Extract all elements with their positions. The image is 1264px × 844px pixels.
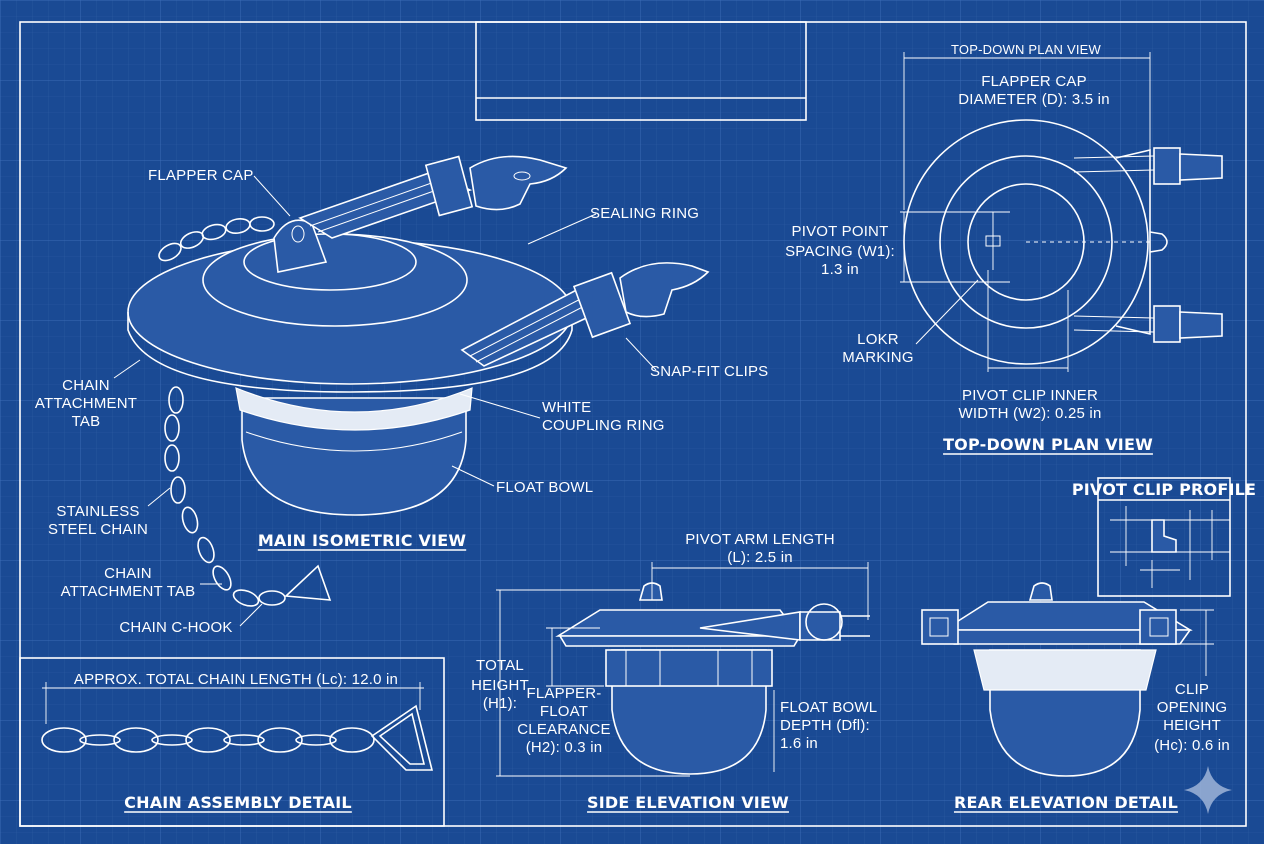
label-pivot-width: WIDTH (W2): 0.25 in bbox=[959, 405, 1102, 422]
chain-link bbox=[41, 727, 87, 753]
label-chain-tab: TAB bbox=[72, 413, 101, 430]
label-clearance: (H2): 0.3 in bbox=[526, 739, 603, 756]
title-pivot-clip-profile: PIVOT CLIP PROFILE bbox=[1072, 480, 1256, 499]
label-bowl-depth: 1.6 in bbox=[780, 735, 818, 752]
pivot-clip-profile bbox=[1097, 477, 1231, 597]
label-bowl-depth: DEPTH (Dfl): bbox=[780, 717, 870, 734]
label-total-height: (H1): bbox=[483, 695, 517, 712]
label-chain-c-hook: CHAIN C-HOOK bbox=[119, 619, 232, 636]
chain-link bbox=[185, 727, 231, 753]
label-clip-height: OPENING bbox=[1157, 699, 1228, 716]
label-total-height: TOTAL bbox=[476, 657, 524, 674]
chain-link bbox=[79, 734, 121, 746]
isometric-view bbox=[113, 155, 710, 627]
title-main-isometric: MAIN ISOMETRIC VIEW bbox=[258, 531, 467, 550]
label-pivot-arm-length: (L): 2.5 in bbox=[727, 549, 793, 566]
label-cap-diameter: DIAMETER (D): 3.5 in bbox=[958, 91, 1110, 108]
label-clip-height: (Hc): 0.6 in bbox=[1154, 737, 1230, 754]
chain-link bbox=[113, 727, 159, 753]
label-clearance: CLEARANCE bbox=[517, 721, 611, 738]
title-rear-elevation: REAR ELEVATION DETAIL bbox=[954, 793, 1178, 812]
rear-elevation bbox=[921, 582, 1214, 777]
label-chain-tab: ATTACHMENT bbox=[35, 395, 137, 412]
label-pivot-spacing: SPACING (W1): bbox=[785, 243, 895, 260]
side-elevation bbox=[496, 562, 870, 777]
title-chain-detail: CHAIN ASSEMBLY DETAIL bbox=[124, 793, 352, 812]
label-pivot-width: PIVOT CLIP INNER bbox=[962, 387, 1098, 404]
chain-detail-frame bbox=[19, 657, 445, 827]
label-cap-diameter: FLAPPER CAP bbox=[981, 73, 1087, 90]
label-sealing-ring: SEALING RING bbox=[590, 205, 699, 222]
sparkle-icon bbox=[1184, 766, 1232, 814]
chain-link bbox=[329, 727, 375, 753]
label-pivot-spacing: 1.3 in bbox=[821, 261, 859, 278]
label-white-coupling-ring: WHITE bbox=[542, 399, 591, 416]
title-side-elevation: SIDE ELEVATION VIEW bbox=[587, 793, 789, 812]
chain-link bbox=[223, 734, 265, 746]
label-snap-fit-clips: SNAP-FIT CLIPS bbox=[650, 363, 768, 380]
chain-link bbox=[295, 734, 337, 746]
label-white-coupling-ring: COUPLING RING bbox=[542, 417, 665, 434]
label-clearance: FLOAT bbox=[540, 703, 588, 720]
label-pivot-spacing: PIVOT POINT bbox=[792, 223, 889, 240]
chain-detail bbox=[41, 682, 434, 771]
label-flapper-cap: FLAPPER CAP bbox=[148, 167, 254, 184]
plan-view-header: TOP-DOWN PLAN VIEW bbox=[951, 42, 1102, 57]
label-float-bowl: FLOAT BOWL bbox=[496, 479, 593, 496]
label-stainless-chain: STEEL CHAIN bbox=[48, 521, 148, 538]
label-chain-tab: CHAIN bbox=[62, 377, 110, 394]
label-clip-height: HEIGHT bbox=[1163, 717, 1221, 734]
label-total-height: HEIGHT bbox=[471, 677, 529, 694]
label-stainless-chain: STAINLESS bbox=[56, 503, 139, 520]
label-pivot-arm-length: PIVOT ARM LENGTH bbox=[685, 531, 835, 548]
label-clip-height: CLIP bbox=[1175, 681, 1209, 698]
label-chain-tab-lower: ATTACHMENT TAB bbox=[61, 583, 196, 600]
label-lokr-marking: LOKR bbox=[857, 331, 899, 348]
chain-link bbox=[257, 727, 303, 753]
label-clearance: FLAPPER- bbox=[527, 685, 602, 702]
label-chain-tab-lower: CHAIN bbox=[104, 565, 152, 582]
label-chain-length: APPROX. TOTAL CHAIN LENGTH (Lc): 12.0 in bbox=[74, 671, 398, 688]
plan-view bbox=[900, 52, 1223, 372]
label-bowl-depth: FLOAT BOWL bbox=[780, 699, 877, 716]
title-plan-view: TOP-DOWN PLAN VIEW bbox=[943, 435, 1153, 454]
chain-link bbox=[151, 734, 193, 746]
title-block bbox=[475, 21, 807, 121]
label-lokr-marking: MARKING bbox=[842, 349, 913, 366]
